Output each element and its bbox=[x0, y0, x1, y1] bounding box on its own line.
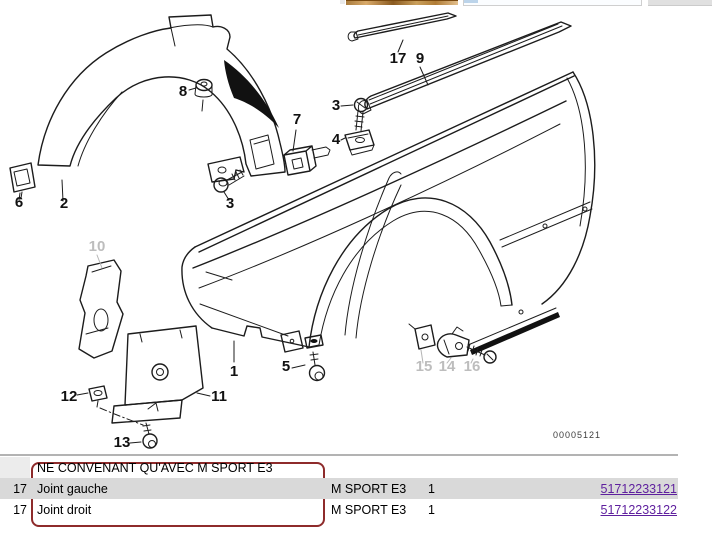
parts-table: NE CONVENANT QU'AVEC M SPORT E3 17 Joint… bbox=[0, 454, 712, 527]
screw-3-left bbox=[213, 169, 245, 193]
callout-labels: 1 2 3 3 4 5 6 7 8 9 10 11 12 13 14 15 16… bbox=[15, 50, 481, 451]
callout-17: 17 bbox=[390, 50, 407, 67]
part-number-link[interactable]: 51712233121 bbox=[600, 481, 677, 496]
callout-10: 10 bbox=[89, 238, 106, 255]
callout-15: 15 bbox=[416, 358, 433, 375]
part-2-wheel-arch-liner bbox=[37, 14, 286, 183]
screw-3-top bbox=[353, 97, 369, 132]
callout-16: 16 bbox=[464, 358, 481, 375]
callout-7: 7 bbox=[293, 111, 301, 128]
part-8-nut bbox=[194, 78, 213, 112]
part-1-fender bbox=[181, 71, 596, 355]
table-row: 17 Joint gauche M SPORT E3 1 51712233121 bbox=[0, 478, 678, 499]
part-11-panel bbox=[111, 325, 204, 424]
gray-box-artifact bbox=[648, 0, 712, 6]
callout-3-top: 3 bbox=[332, 97, 340, 114]
part-13-screw bbox=[142, 422, 158, 449]
row-quantity: 1 bbox=[428, 481, 435, 496]
row-model: M SPORT E3 bbox=[331, 502, 407, 517]
part-12-nut bbox=[88, 385, 144, 426]
callout-4: 4 bbox=[332, 131, 341, 148]
row-quantity: 1 bbox=[428, 502, 435, 517]
panel-edge-artifact bbox=[463, 0, 642, 6]
screw-5-and-bracket bbox=[280, 330, 326, 382]
row-description: Joint droit bbox=[37, 502, 92, 517]
table-top-separator bbox=[0, 454, 678, 456]
callout-leader-lines bbox=[18, 39, 474, 444]
callout-2: 2 bbox=[60, 195, 68, 212]
callout-11: 11 bbox=[211, 388, 227, 405]
part-number-link[interactable]: 51712233122 bbox=[600, 502, 677, 517]
note-text: NE CONVENANT QU'AVEC M SPORT E3 bbox=[37, 460, 273, 475]
table-note-row: NE CONVENANT QU'AVEC M SPORT E3 bbox=[0, 457, 678, 478]
part-7-clip bbox=[283, 145, 331, 176]
callout-14: 14 bbox=[439, 358, 456, 375]
fender-parts-diagram: 1 2 3 3 4 5 6 7 8 9 10 11 12 13 14 15 16… bbox=[9, 12, 601, 451]
clips-15-14-screw-16 bbox=[408, 323, 497, 364]
thumbnail-strip-artifact bbox=[346, 0, 458, 5]
table-row: 17 Joint droit M SPORT E3 1 51712233122 bbox=[0, 499, 678, 520]
callout-3-left: 3 bbox=[226, 195, 234, 212]
row-ref: 17 bbox=[13, 481, 27, 496]
panel-smudge bbox=[464, 0, 478, 3]
callout-1: 1 bbox=[230, 363, 238, 380]
strip-17-moulding bbox=[347, 12, 457, 42]
callout-12: 12 bbox=[61, 388, 78, 405]
clip-4-plate bbox=[344, 129, 375, 156]
top-edge-artifact bbox=[340, 0, 345, 4]
row-ref: 17 bbox=[13, 502, 27, 517]
note-row-ref-cell bbox=[0, 457, 30, 478]
strip-9-moulding bbox=[357, 21, 572, 115]
row-description: Joint gauche bbox=[37, 481, 108, 496]
row-model: M SPORT E3 bbox=[331, 481, 407, 496]
drawing-number: 00005121 bbox=[553, 430, 601, 440]
callout-6: 6 bbox=[15, 194, 23, 211]
callout-5: 5 bbox=[282, 358, 290, 375]
part-6-clip bbox=[9, 162, 36, 199]
part-10-bracket bbox=[78, 259, 124, 359]
callout-8: 8 bbox=[179, 83, 187, 100]
callout-9: 9 bbox=[416, 50, 424, 67]
callout-13: 13 bbox=[114, 434, 131, 451]
